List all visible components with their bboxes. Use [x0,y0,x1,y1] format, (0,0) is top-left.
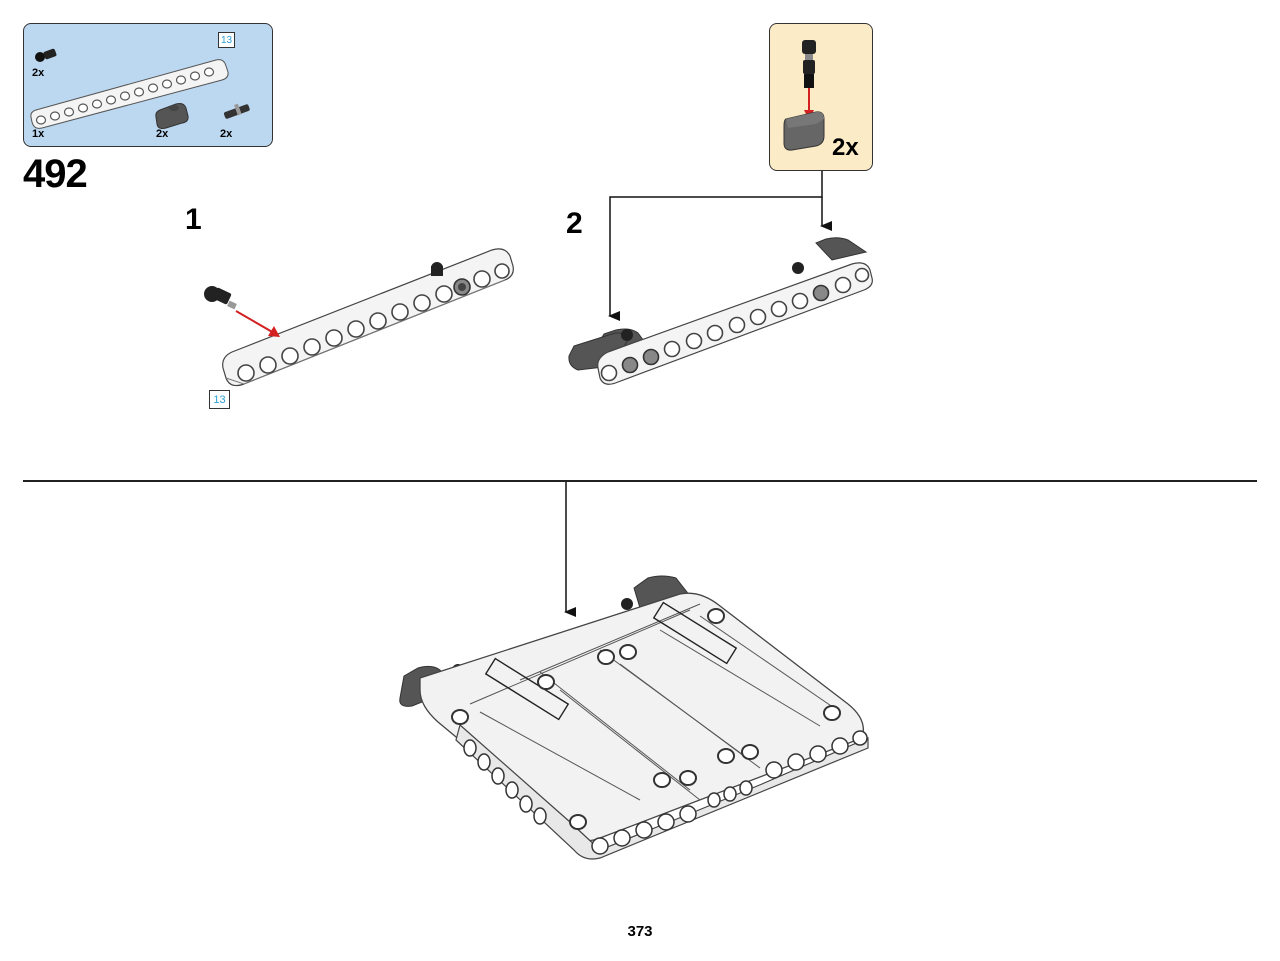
length-badge: 13 [218,32,235,48]
parts-list-box: 2x 1x 2x 2x 13 [23,23,273,147]
step-number: 492 [23,152,88,196]
substep-1-label: 1 [185,203,202,236]
liftarm-13-part-icon [30,59,229,129]
part-qty: 2x [220,128,233,140]
assembled-panel-model [399,575,869,860]
callout-qty: 2x [832,134,859,161]
part-qty: 1x [32,128,45,140]
axle-pin-connector-part-icon [35,48,57,62]
pin-with-axle-part-icon [223,103,250,119]
callout-illustration [783,40,825,151]
substep-2-assembly [568,171,873,385]
page-number: 373 [627,923,653,940]
divider-line [23,480,1257,482]
substep-2-label: 2 [566,207,583,240]
part-qty: 2x [32,67,45,79]
parts-list-illustrations [30,48,250,129]
part-qty: 2x [156,128,169,140]
pin-with-axle-icon [802,40,816,88]
axle-connector-part-icon [155,103,189,129]
substep-1-assembly [204,248,514,387]
length-badge: 13 [209,390,230,409]
axle-connector-icon [783,111,825,151]
subassembly-callout: 2x [769,23,873,171]
